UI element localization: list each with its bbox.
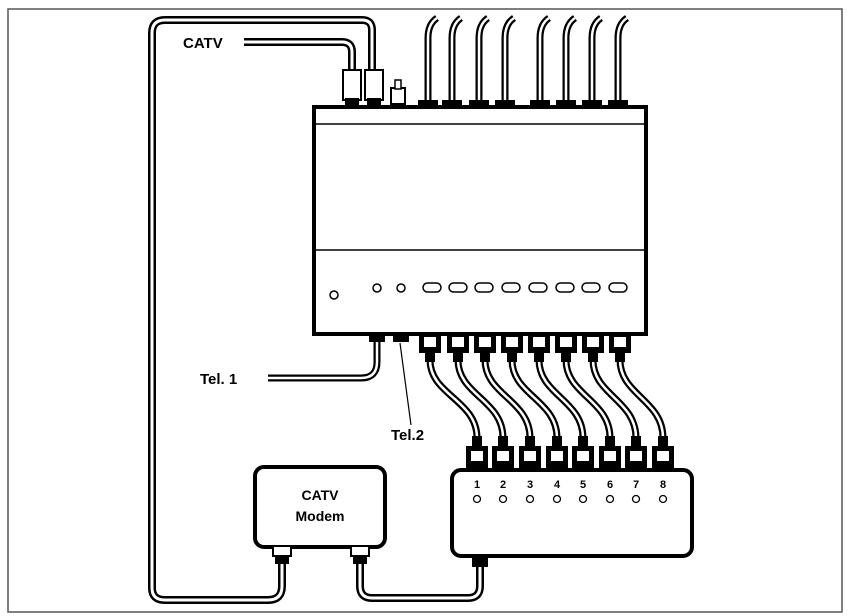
tel2-label: Tel.2: [391, 427, 424, 444]
patch-cable: [535, 359, 587, 439]
top-output-cable: [442, 15, 464, 108]
power-led: [329, 290, 339, 300]
hub-port-number: 8: [660, 479, 666, 491]
main-unit: [312, 105, 648, 336]
port-activity-led: [528, 282, 548, 293]
hub-rj45-plug: [625, 436, 647, 468]
unit-rj45-plug: [501, 333, 523, 362]
unit-bottom-plugs: [419, 333, 631, 362]
hub-port-led: [658, 494, 668, 504]
hub-port-number: 4: [554, 479, 561, 491]
modem-label-line2: Modem: [296, 508, 345, 524]
tel1-label: Tel. 1: [200, 371, 237, 388]
top-output-cable: [418, 15, 440, 108]
hub-rj45-plug: [599, 436, 621, 468]
hub-top-plugs: [466, 436, 674, 468]
diagram-frame: [7, 8, 843, 613]
hub-port-labels: 1 2 3 4 5 6 7 8: [472, 479, 668, 504]
catv-input-label: CATV: [183, 35, 223, 52]
hub-port-led: [525, 494, 535, 504]
hub-port-number: 6: [607, 479, 613, 491]
port-activity-led: [474, 282, 494, 293]
patch-cable: [562, 359, 614, 439]
hub-rj45-plug: [572, 436, 594, 468]
unit-rj45-plug: [555, 333, 577, 362]
ethernet-hub: [450, 468, 694, 558]
hub-port-led: [552, 494, 562, 504]
port-activity-led: [501, 282, 521, 293]
modem-ethernet-connector: [350, 545, 370, 564]
top-output-cable: [608, 15, 630, 108]
hub-rj45-plug: [546, 436, 568, 468]
hub-rj45-plug: [519, 436, 541, 468]
tel1-connector: [369, 332, 385, 342]
hub-port-number: 1: [474, 479, 480, 491]
patch-cable: [454, 359, 507, 439]
catv-connector-1: [342, 69, 362, 106]
unit-rj45-plug: [447, 333, 469, 362]
patch-cable: [589, 359, 640, 439]
tel1-cable: [268, 342, 381, 382]
hub-port-led: [605, 494, 615, 504]
port-activity-led: [608, 282, 628, 293]
hub-rj45-plug: [492, 436, 514, 468]
top-output-cables: [418, 15, 630, 108]
catv-modem: CATV Modem: [253, 465, 387, 549]
patch-cable: [616, 359, 667, 439]
unit-rj45-plug: [582, 333, 604, 362]
patch-cable: [481, 359, 534, 439]
unit-rj45-plug: [419, 333, 441, 362]
hub-port-led: [631, 494, 641, 504]
hub-port-number: 2: [500, 479, 506, 491]
hub-port-led: [578, 494, 588, 504]
tel2-connector: [393, 332, 409, 342]
top-output-cable: [530, 15, 552, 108]
catv-loop-cable: [148, 16, 376, 604]
port-activity-led: [422, 282, 442, 293]
tel2-pointer: [399, 342, 412, 426]
hub-port-number: 3: [527, 479, 533, 491]
unit-rj45-plug: [609, 333, 631, 362]
hub-port-number: 5: [580, 479, 586, 491]
patch-cable: [508, 359, 561, 439]
patch-cable: [426, 359, 481, 439]
unit-rj45-plug: [528, 333, 550, 362]
port-activity-led: [448, 282, 468, 293]
f-connector-port: [390, 79, 406, 105]
port-activity-led: [555, 282, 575, 293]
hub-port-number: 7: [633, 479, 639, 491]
port-activity-led: [581, 282, 601, 293]
modem-label-line1: CATV: [301, 487, 339, 503]
status-led-1: [372, 283, 382, 293]
hub-port-led: [498, 494, 508, 504]
top-output-cable: [495, 15, 517, 108]
catv-input-cable: [244, 38, 356, 72]
hub-modem-cable: [356, 562, 484, 602]
top-output-cable: [582, 15, 604, 108]
top-output-cable: [469, 15, 491, 108]
hub-rj45-plug: [652, 436, 674, 468]
modem-catv-connector: [272, 545, 292, 564]
hub-uplink-connector: [472, 555, 488, 567]
status-led-2: [396, 283, 406, 293]
hub-rj45-plug: [466, 436, 488, 468]
unit-rj45-plug: [474, 333, 496, 362]
port-led-row: [422, 282, 628, 293]
top-output-cable: [556, 15, 578, 108]
hub-port-led: [472, 494, 482, 504]
patch-cables: [426, 359, 667, 439]
catv-connector-2: [364, 69, 384, 106]
